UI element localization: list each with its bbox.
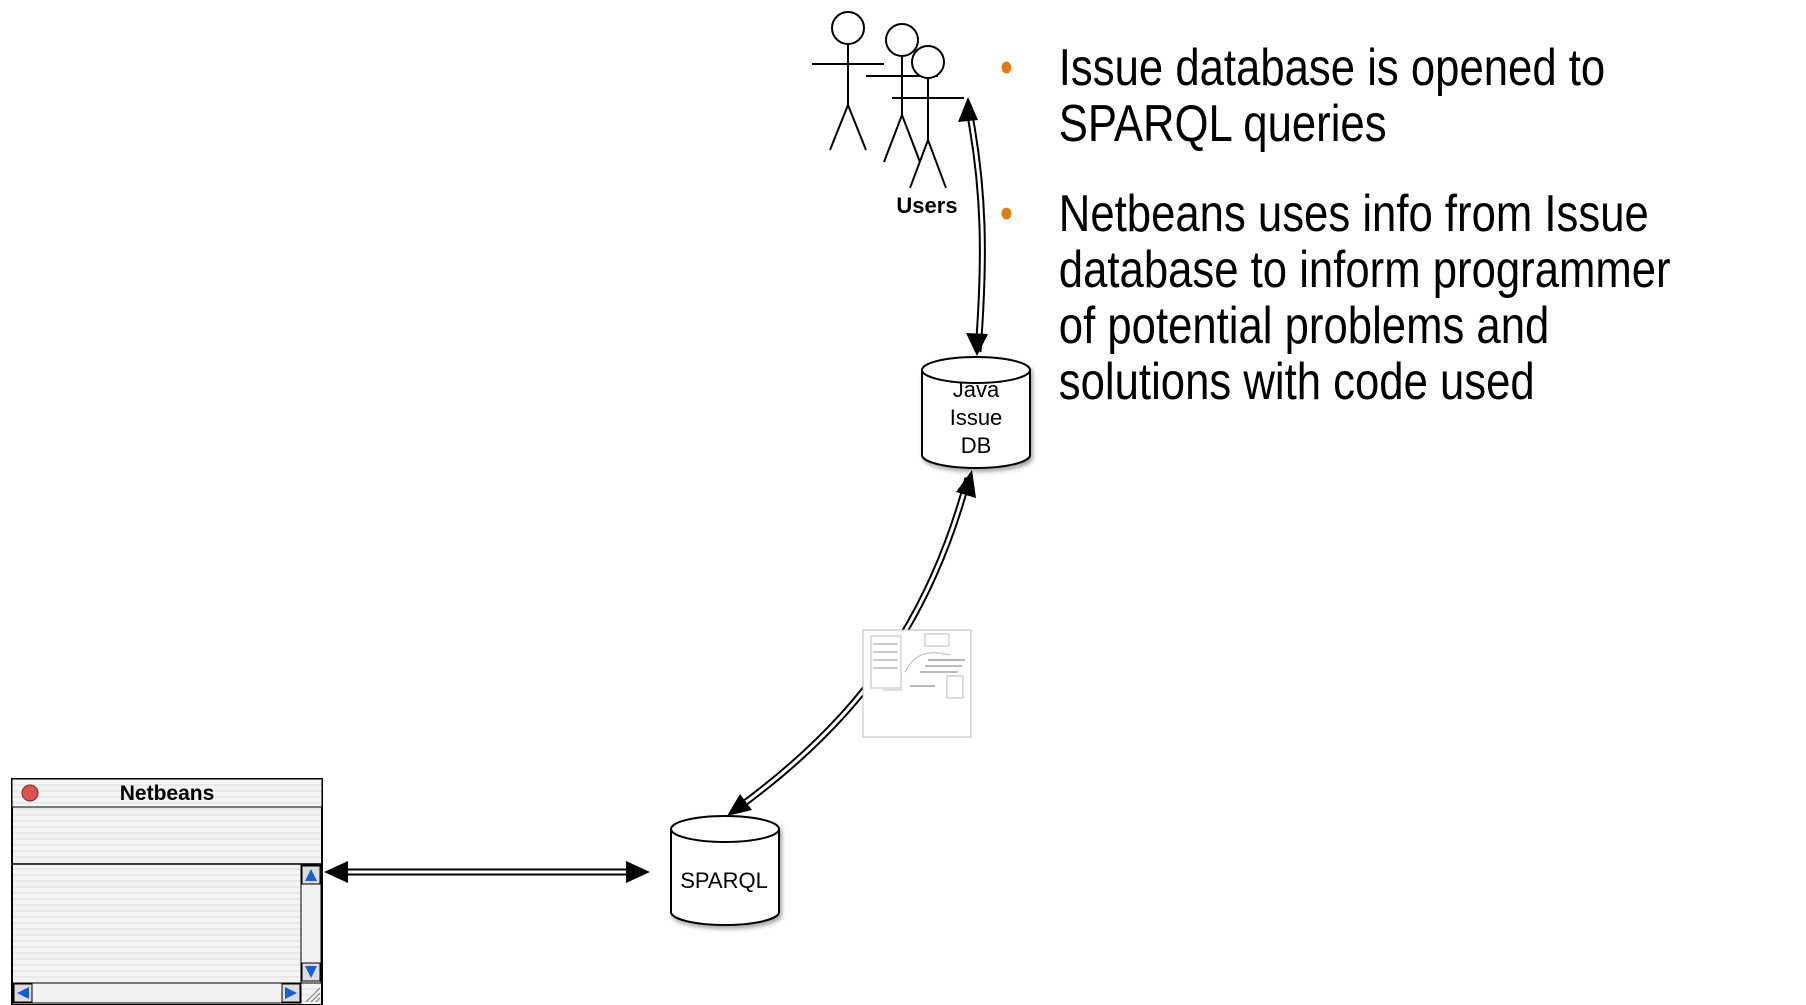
user-icon [892,45,964,189]
netbeans-sparql-connector [324,861,650,883]
diagram-thumbnail [862,629,972,738]
arrowhead-left [324,861,348,883]
bullet-text: Netbeans uses info from Issue database t… [1058,185,1671,411]
resize-grip-icon[interactable] [305,987,321,1003]
java-issue-db-cylinder [921,356,1031,469]
java-db-line1: Java [953,377,1000,402]
bullet-dot-icon: • [1000,43,1013,92]
sparql-cylinder [670,815,780,926]
scroll-up-icon [305,869,317,881]
sparql-label: SPARQL [680,868,768,893]
close-icon[interactable] [21,784,39,802]
scroll-right-icon [285,987,297,999]
arrowhead-down [727,794,752,816]
scroll-down-icon [305,966,317,978]
arrowhead-right [626,861,650,883]
java-db-line2: Issue [950,405,1003,430]
user-icon [812,11,884,151]
bullet-list: • Issue database is opened to SPARQL que… [1000,40,1672,444]
users-db-connector [958,97,988,356]
vertical-scrollbar[interactable] [300,864,322,984]
arrowhead-down [966,333,988,356]
netbeans-window: Netbeans [11,778,323,1005]
window-title-bar [11,778,323,808]
bullet-item: • Netbeans uses info from Issue database… [1000,186,1672,410]
user-icon [866,23,938,163]
horizontal-scrollbar[interactable] [12,982,302,1004]
bullet-dot-icon: • [1000,189,1013,238]
bullet-item: • Issue database is opened to SPARQL que… [1000,40,1672,152]
arrowhead-up [958,97,978,122]
scroll-left-icon [17,987,29,999]
bullet-text: Issue database is opened to SPARQL queri… [1058,39,1606,153]
users-label: Users [896,193,957,218]
java-db-line3: DB [961,433,992,458]
netbeans-title: Netbeans [120,782,215,805]
arrowhead-up [956,470,976,498]
